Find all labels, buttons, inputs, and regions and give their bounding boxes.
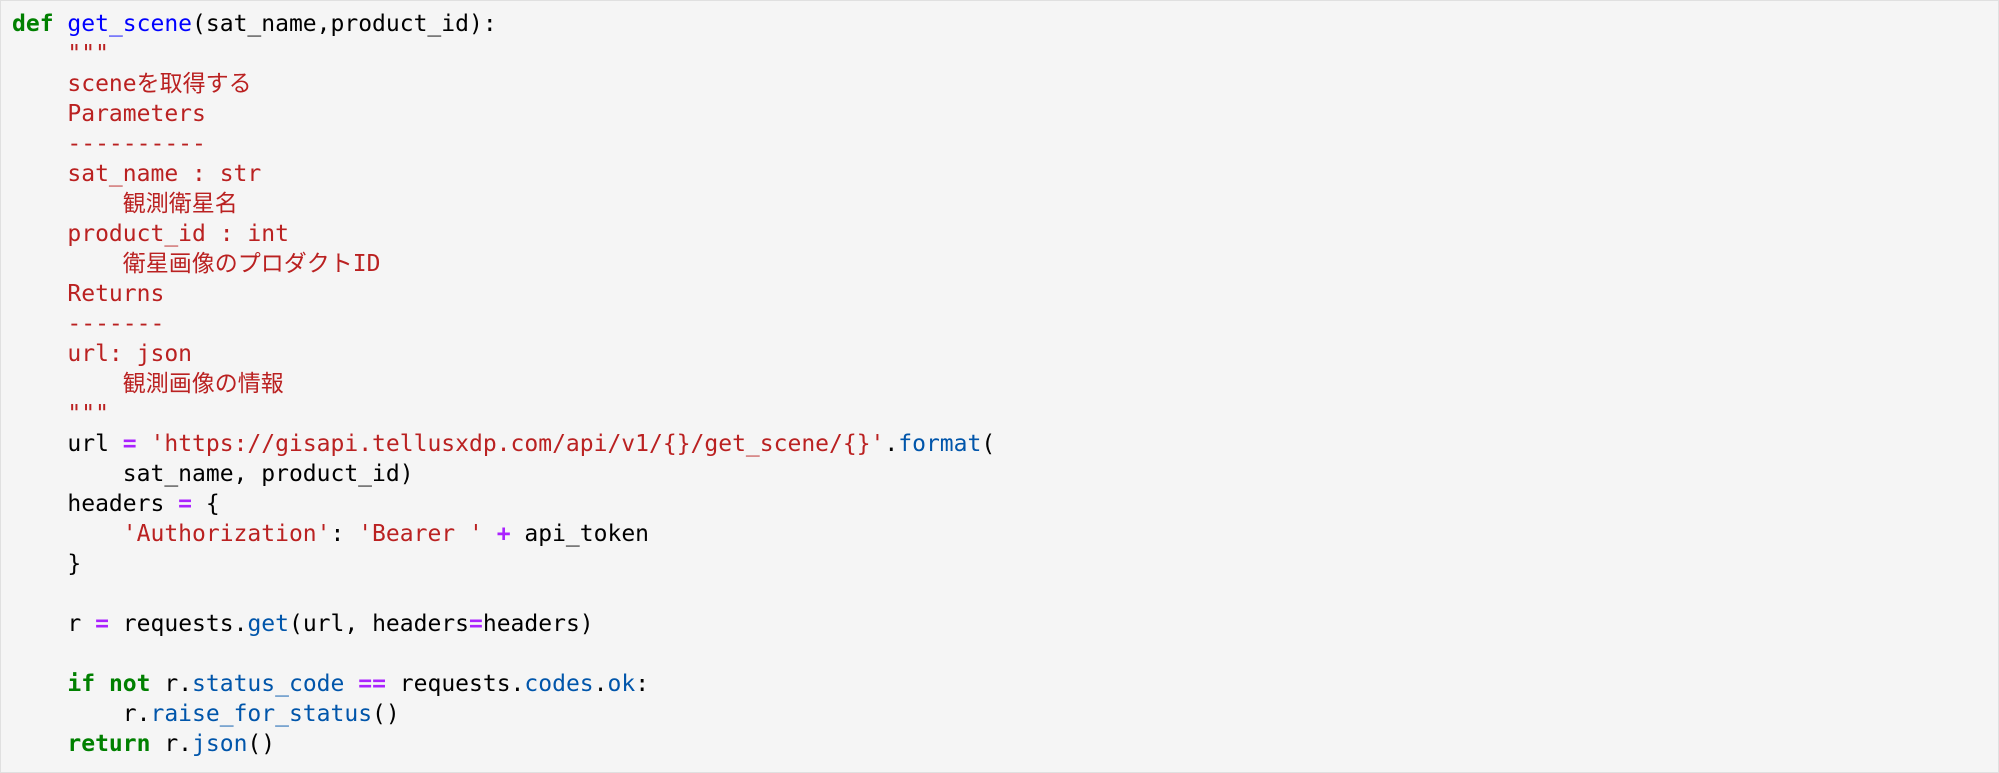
code-token: (sat_name,product_id):: [192, 11, 497, 37]
code-line: url = 'https://gisapi.tellusxdp.com/api/…: [12, 429, 995, 459]
code-line: }: [12, 549, 995, 579]
code-token: =: [469, 611, 483, 637]
code-token: =: [95, 611, 109, 637]
code-token: not: [108, 671, 151, 697]
code-token: }: [12, 551, 82, 577]
code-token: status_code: [192, 671, 345, 697]
code-token: 衛星画像のプロダクトID: [12, 251, 381, 277]
code-line: """: [12, 39, 995, 69]
code-token: headers: [12, 491, 179, 517]
code-token: r.: [150, 731, 193, 757]
code-token: ==: [358, 671, 386, 697]
code-token: [344, 671, 358, 697]
code-token: [12, 521, 123, 547]
code-token: json: [192, 731, 248, 757]
code-token: :: [635, 671, 650, 697]
code-token: -------: [12, 311, 165, 337]
code-token: (: [981, 431, 996, 457]
code-token: requests.: [385, 671, 525, 697]
code-token: sat_name, product_id): [12, 461, 414, 487]
code-line: 衛星画像のプロダクトID: [12, 249, 995, 279]
code-token: (): [247, 731, 276, 757]
code-token: return: [67, 731, 151, 757]
code-line: def get_scene(sat_name,product_id):: [12, 9, 995, 39]
code-line: sat_name : str: [12, 159, 995, 189]
code-line: sat_name, product_id): [12, 459, 995, 489]
code-line: url: json: [12, 339, 995, 369]
code-token: """: [12, 41, 109, 67]
code-token: =: [122, 431, 137, 457]
code-token: [483, 521, 497, 547]
code-token: (): [372, 701, 400, 727]
code-token: url: [12, 431, 123, 457]
code-token: [54, 11, 68, 37]
code-line: if not r.status_code == requests.codes.o…: [12, 669, 995, 699]
code-token: if: [67, 671, 96, 697]
code-token: product_id : int: [12, 221, 289, 247]
code-line: 観測画像の情報: [12, 369, 995, 399]
code-line: """: [12, 399, 995, 429]
code-token: 観測衛星名: [12, 191, 238, 217]
code-token: get: [247, 611, 289, 637]
code-token: r: [12, 611, 96, 637]
code-token: sat_name : str: [12, 161, 262, 187]
code-line: [12, 639, 995, 669]
code-token: [137, 431, 151, 457]
code-token: {: [192, 491, 220, 517]
code-line: r = requests.get(url, headers=headers): [12, 609, 995, 639]
code-token: 観測画像の情報: [12, 371, 284, 397]
code-token: r.: [150, 671, 193, 697]
code-line: [12, 579, 995, 609]
code-token: """: [12, 401, 109, 427]
code-block[interactable]: def get_scene(sat_name,product_id): """ …: [12, 9, 995, 759]
code-token: codes: [524, 671, 594, 697]
code-token: (url, headers: [288, 611, 469, 637]
code-token: 'https://gisapi.tellusxdp.com/api/v1/{}/…: [150, 431, 885, 457]
code-token: 'Bearer ': [358, 521, 483, 547]
code-line: ----------: [12, 129, 995, 159]
code-line: 観測衛星名: [12, 189, 995, 219]
code-token: raise_for_status: [150, 701, 373, 727]
code-line: product_id : int: [12, 219, 995, 249]
code-token: get_scene: [67, 11, 193, 37]
code-token: headers): [482, 611, 594, 637]
code-token: api_token: [510, 521, 650, 547]
code-token: +: [496, 521, 511, 547]
code-line: return r.json(): [12, 729, 995, 759]
code-token: requests.: [108, 611, 248, 637]
code-line: Returns: [12, 279, 995, 309]
code-token: 'Authorization': [122, 521, 331, 547]
code-token: r.: [12, 701, 151, 727]
code-line: r.raise_for_status(): [12, 699, 995, 729]
code-token: [12, 731, 67, 757]
code-token: ----------: [12, 131, 206, 157]
code-token: [95, 671, 109, 697]
code-token: def: [12, 11, 54, 37]
code-line: 'Authorization': 'Bearer ' + api_token: [12, 519, 995, 549]
code-token: sceneを取得する: [12, 71, 252, 97]
code-token: ok: [607, 671, 636, 697]
code-token: url: json: [12, 341, 193, 367]
code-line: -------: [12, 309, 995, 339]
code-token: [12, 671, 67, 697]
code-line: headers = {: [12, 489, 995, 519]
code-token: Parameters: [12, 101, 206, 127]
code-token: =: [178, 491, 193, 517]
code-token: .: [884, 431, 899, 457]
code-line: sceneを取得する: [12, 69, 995, 99]
code-token: .: [593, 671, 608, 697]
code-line: Parameters: [12, 99, 995, 129]
code-token: format: [898, 431, 982, 457]
code-token: :: [330, 521, 359, 547]
code-token: Returns: [12, 281, 165, 307]
